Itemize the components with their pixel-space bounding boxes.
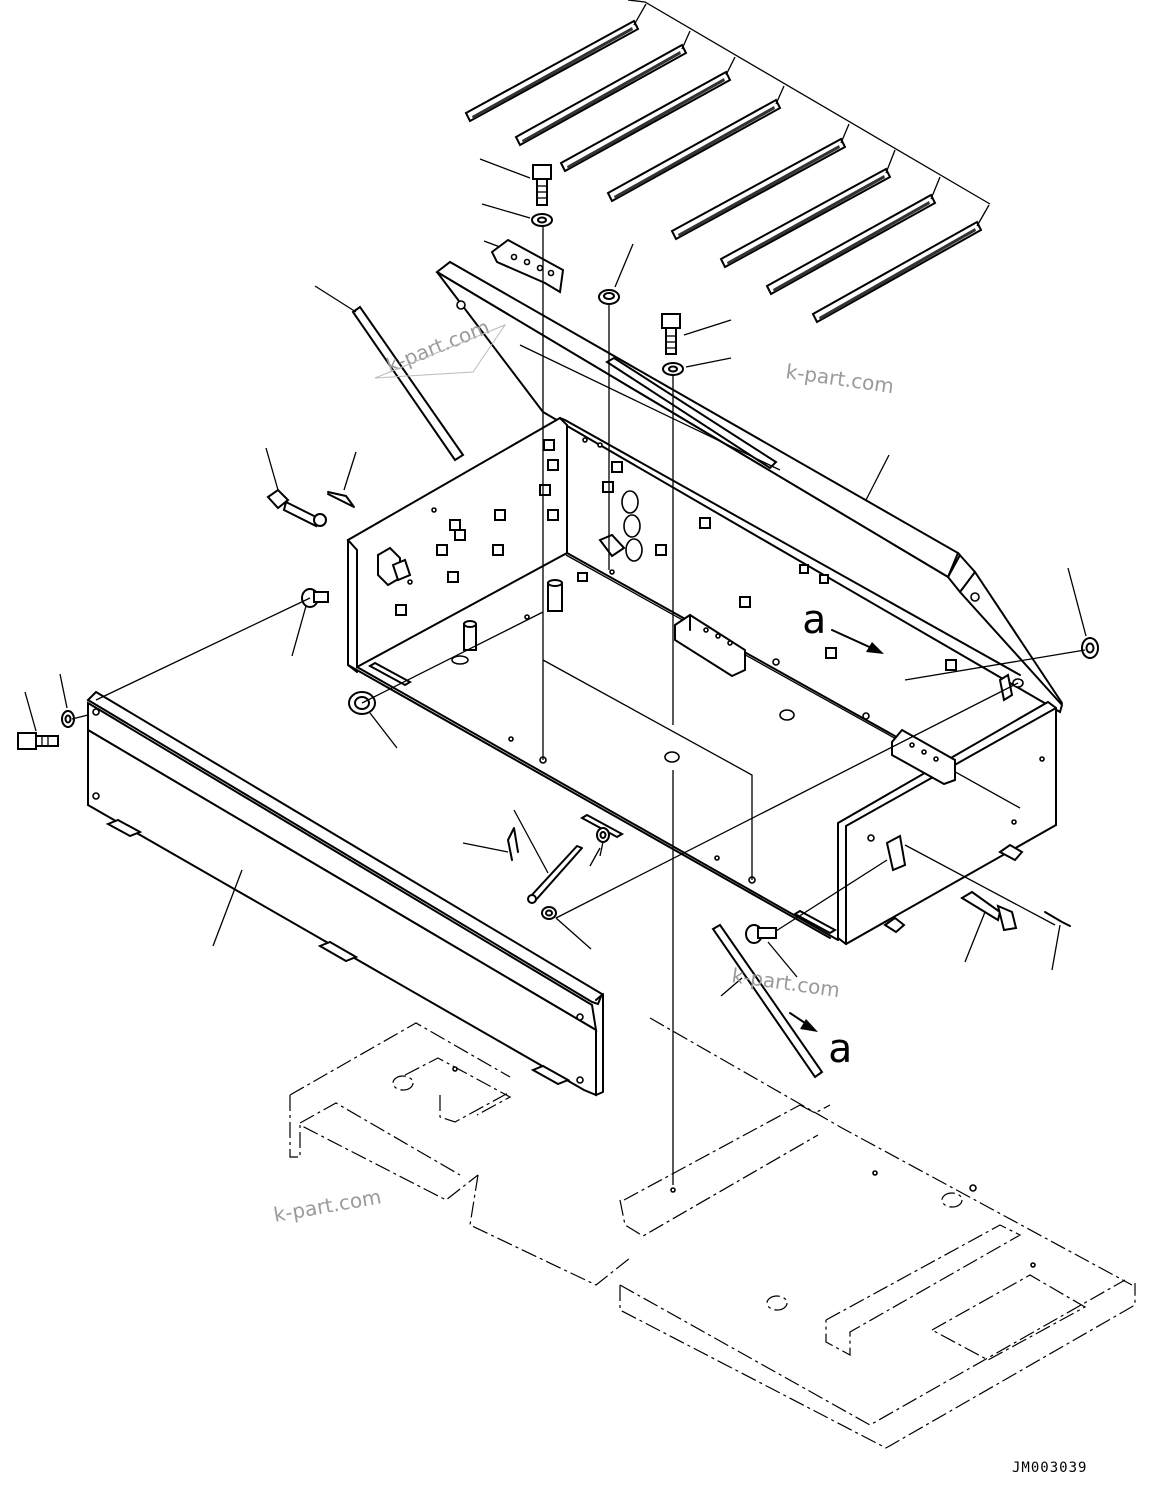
rubber-spacer xyxy=(598,243,634,305)
mat-strip xyxy=(719,167,892,269)
assembly-lines xyxy=(71,225,1086,1185)
side-washer-left xyxy=(59,673,75,728)
t-handle-left xyxy=(265,447,327,528)
floor-bracket-rear xyxy=(674,613,746,678)
hinge-bracket xyxy=(483,238,565,294)
view-label-lower: a xyxy=(828,1026,852,1072)
mat-strip xyxy=(464,19,640,123)
view-label-upper: a xyxy=(802,597,826,643)
view-arrow-upper: a xyxy=(802,597,884,654)
hinge-bolt xyxy=(479,158,552,206)
floor-nut xyxy=(577,572,588,582)
phantom-frame xyxy=(289,1017,1136,1449)
support-rod-right xyxy=(711,923,824,1079)
mat-strip xyxy=(606,98,782,203)
hinge-pin-left xyxy=(291,588,329,657)
box-body xyxy=(346,416,1057,946)
watermark-3: k-part.com xyxy=(730,963,841,1002)
mat-strip xyxy=(811,220,983,324)
split-pin-right xyxy=(1044,911,1071,971)
floor-post xyxy=(547,579,563,612)
mat-strips xyxy=(464,0,991,324)
watermark-4: k-part.com xyxy=(272,1184,383,1227)
split-pin-left xyxy=(327,451,357,508)
watermark-2: k-part.com xyxy=(784,359,895,398)
stay-rod xyxy=(513,809,583,904)
floor-bracket-front xyxy=(891,728,956,786)
mat-strip xyxy=(670,137,847,241)
mat-strip xyxy=(765,193,937,296)
stay-split-pin xyxy=(462,827,519,861)
mat-strip xyxy=(559,70,732,173)
box-lid xyxy=(435,260,1064,714)
hinge-pin-right xyxy=(745,924,798,978)
gas-spring-rod xyxy=(314,285,465,462)
floor-stud xyxy=(451,620,477,665)
latch-bracket-left xyxy=(377,546,412,587)
front-panel xyxy=(86,690,604,1097)
t-handle-right xyxy=(960,890,1018,963)
mat-strip xyxy=(514,43,688,147)
stay-washer xyxy=(541,906,592,950)
stay-eye-bolt xyxy=(589,827,610,867)
rear-wall-hardware xyxy=(582,437,957,671)
end-panel-hardware xyxy=(867,756,1045,934)
hinge-washer xyxy=(481,203,553,227)
cover-bolt xyxy=(661,313,732,355)
drawing-code: JM003039 xyxy=(1012,1460,1087,1476)
side-washer-right xyxy=(1067,567,1099,659)
grommet-left xyxy=(348,691,398,749)
cover-washer xyxy=(662,357,732,376)
view-arrow-lower: a xyxy=(789,1012,852,1072)
side-bolt-left xyxy=(17,691,59,750)
